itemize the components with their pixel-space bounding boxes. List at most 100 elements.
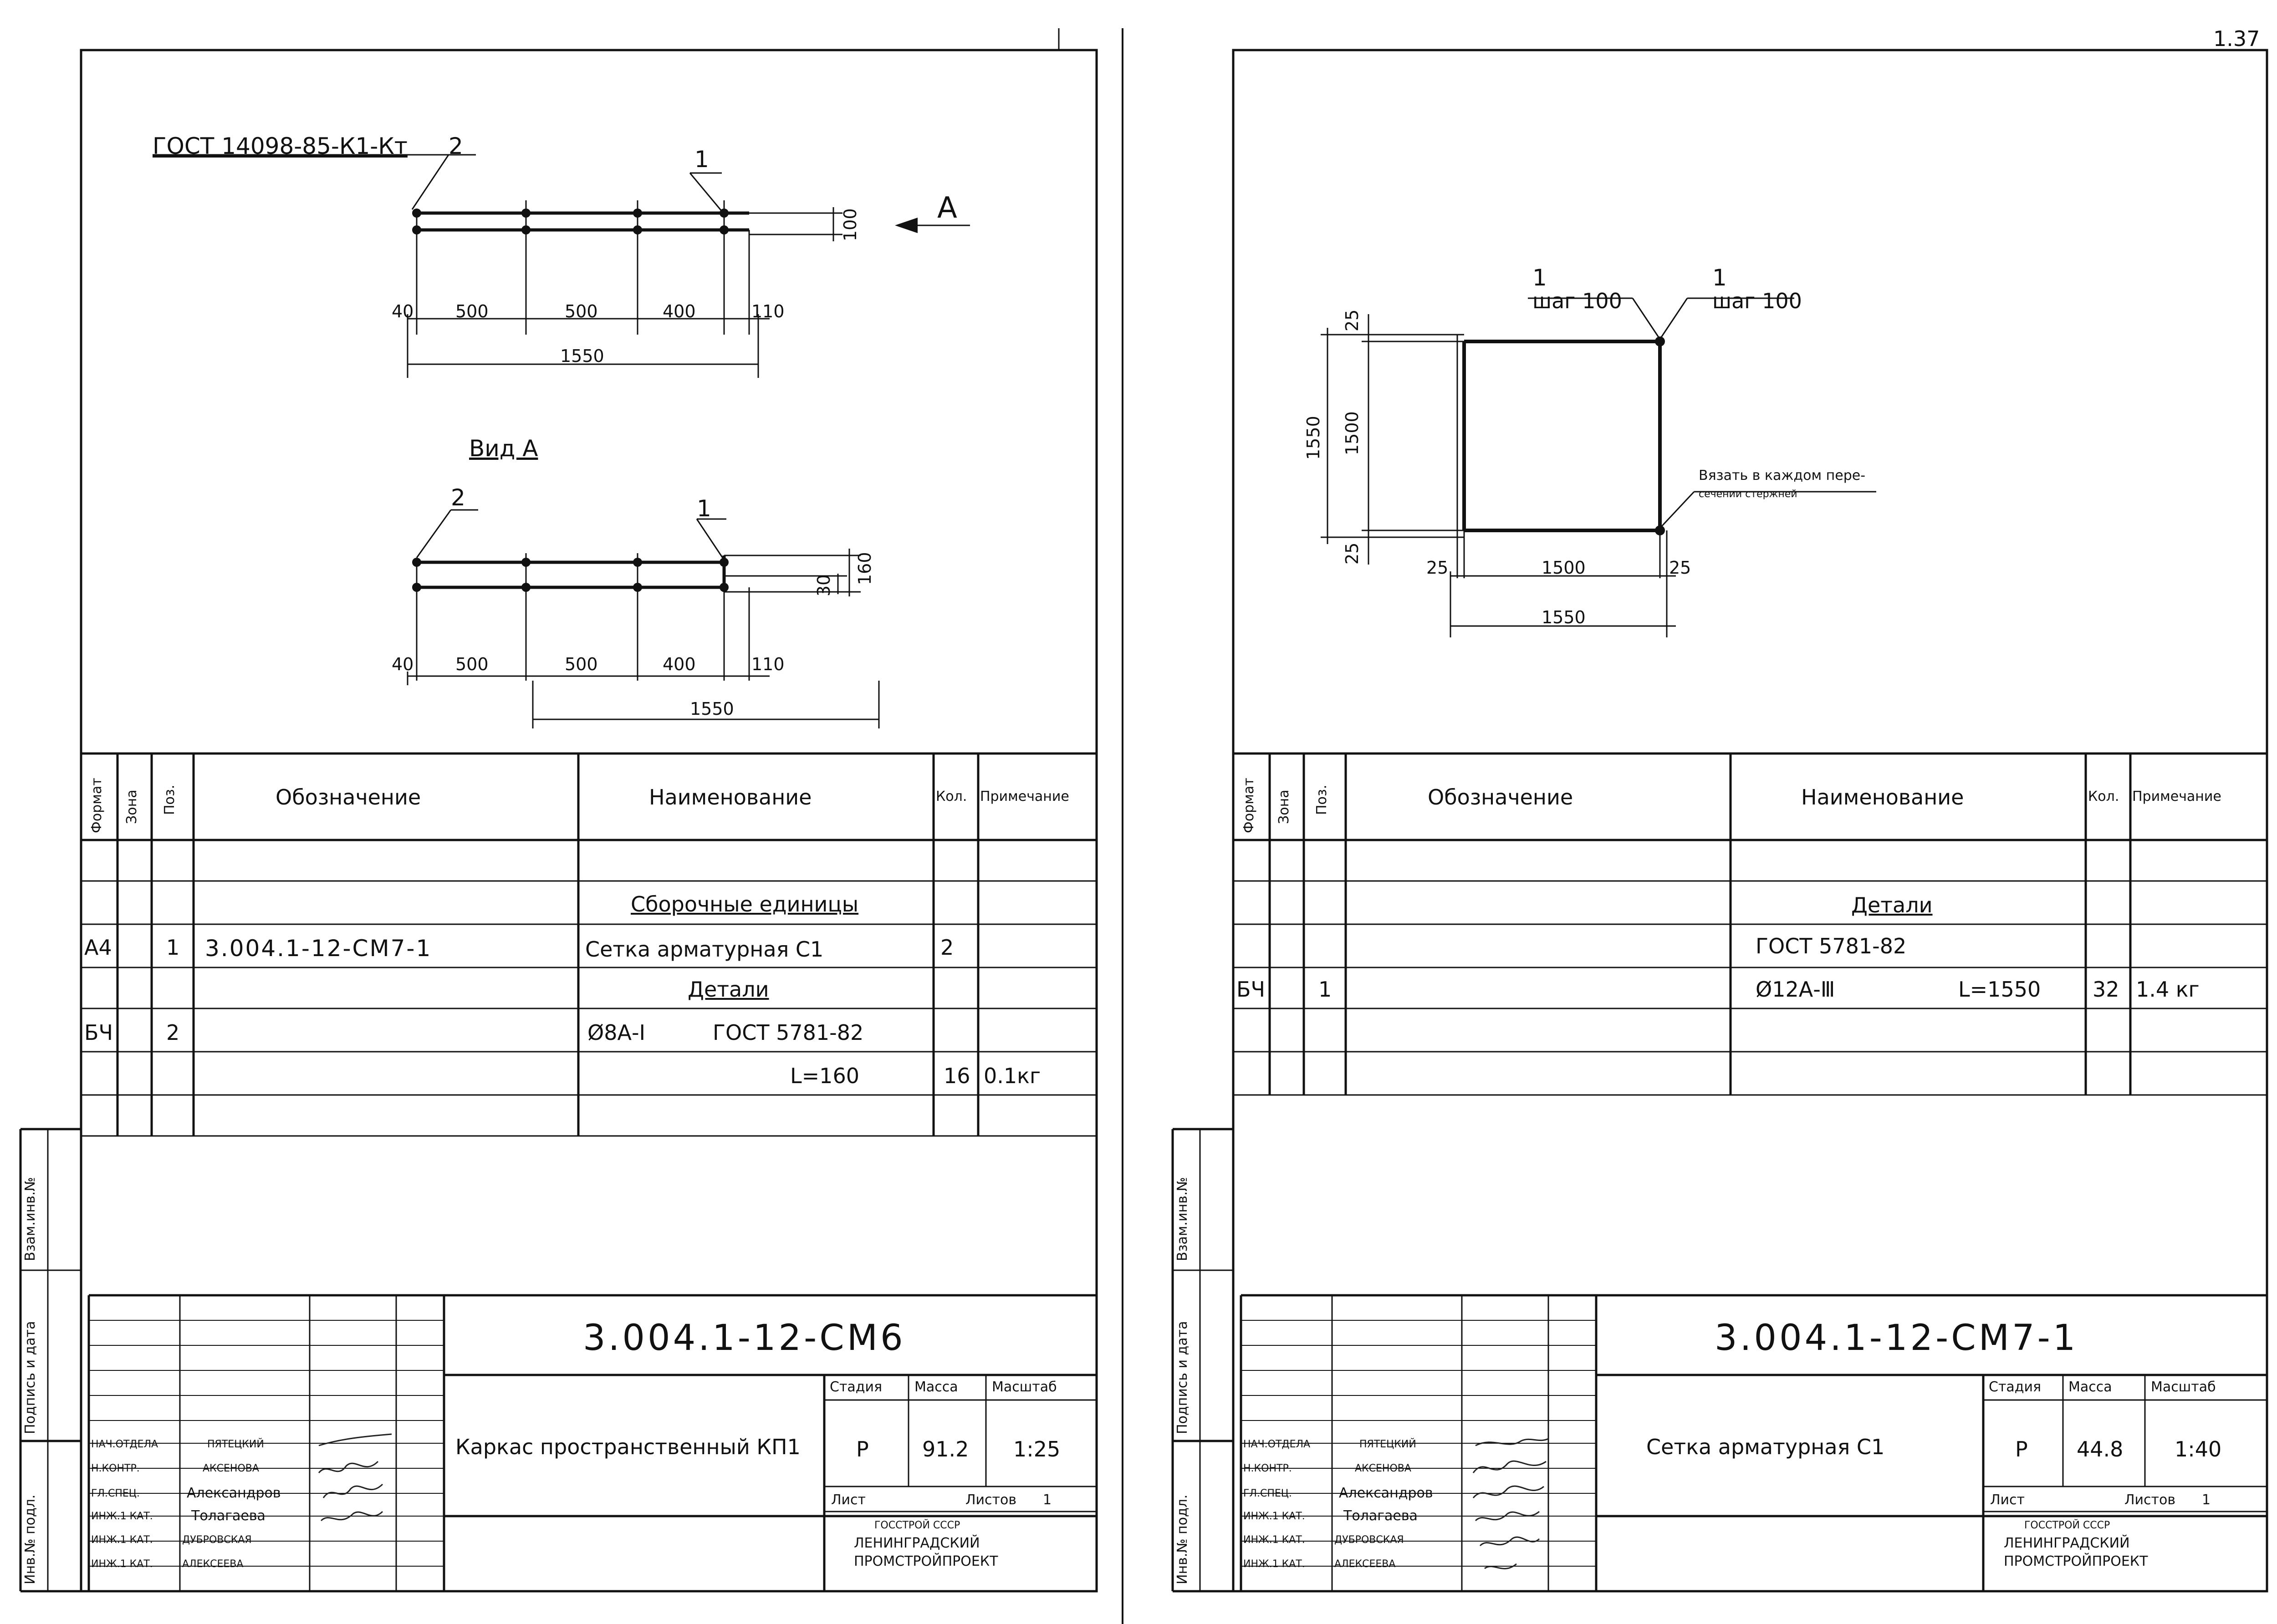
dim-bot-4: 110	[751, 654, 785, 674]
frame-side-view	[417, 211, 749, 232]
view-dim-30: 30	[814, 574, 834, 596]
height-dim: 100	[840, 208, 860, 241]
dim-25-left: 25	[1426, 558, 1449, 578]
hdr-designation: Обозначение	[276, 785, 421, 809]
dim-25-right: 25	[1669, 558, 1691, 578]
row2-name: Ø8А-I	[587, 1020, 646, 1045]
person-role: ГЛ.СПЕЦ.	[91, 1488, 140, 1499]
mass-label: Масса	[2068, 1379, 2112, 1395]
mesh-pos-1a: 1	[1532, 265, 1547, 291]
hdr-pos: Поз.	[1314, 784, 1330, 815]
hdr-zone: Зона	[1276, 789, 1292, 824]
margin-vzam: Взам.инв.№	[1174, 1177, 1190, 1261]
margin-inv: Инв.№ подл.	[22, 1494, 38, 1584]
margin-sign: Подпись и дата	[1174, 1321, 1190, 1435]
stage-value: Р	[856, 1437, 869, 1461]
mesh-note-1: Вязать в каждом пере-	[1699, 468, 1866, 484]
drawing-title: Каркас пространственный КП1	[455, 1435, 801, 1459]
dim-bot-3: 400	[663, 654, 696, 674]
person-role: ИНЖ.1 КАТ.	[1243, 1534, 1305, 1546]
dim-top-3: 400	[663, 301, 696, 321]
dim-1550-vertical: 1550	[1303, 416, 1323, 460]
person-name: ДУБРОВСКАЯ	[1334, 1534, 1404, 1546]
row1-qty: 2	[940, 935, 954, 960]
dim-bot-2: 500	[565, 654, 598, 674]
pos-1-label: 1	[694, 146, 709, 173]
row1-format: А4	[84, 935, 112, 960]
person-name: АЛЕКСЕЕВА	[1334, 1558, 1396, 1570]
dim-bot-1: 500	[455, 654, 489, 674]
row3-qty: 16	[944, 1064, 970, 1088]
person-role: ИНЖ.1 КАТ.	[91, 1534, 153, 1546]
left-frame	[19, 28, 1123, 1624]
hdr-qty: Кол.	[2088, 789, 2119, 804]
scale-value: 1:40	[2175, 1437, 2222, 1461]
view-a-drawing	[417, 555, 726, 592]
hdr-note: Примечание	[980, 789, 1069, 804]
hdr-format: Формат	[89, 778, 105, 833]
stage-label: Стадия	[830, 1379, 883, 1395]
row1-note: 1.4 кг	[2136, 977, 2200, 1002]
person-role: НАЧ.ОТДЕЛА	[1243, 1439, 1311, 1450]
row2-format: БЧ	[84, 1020, 113, 1045]
mesh-step-a: шаг 100	[1532, 289, 1622, 313]
hdr-zone: Зона	[124, 789, 140, 824]
mass-label: Масса	[914, 1379, 958, 1395]
sheet-right: 1.37 1 шаг 100 1 шаг 100 Вязать в каждом…	[1148, 0, 2277, 1624]
dim-top-2: 500	[565, 301, 598, 321]
hdr-note: Примечание	[2132, 789, 2221, 804]
total-top: 1550	[560, 346, 604, 366]
view-pos-2: 2	[451, 484, 465, 511]
person-role: НАЧ.ОТДЕЛА	[91, 1439, 158, 1450]
person-role: Н.КОНТР.	[91, 1463, 140, 1474]
sheets-label: Листов	[965, 1492, 1017, 1508]
mesh-drawing	[1462, 340, 1662, 532]
person-name: ПЯТЕЦКИЙ	[207, 1439, 264, 1450]
section-parts: Детали	[688, 977, 769, 1002]
row1-name: Ø12А-Ⅲ	[1756, 977, 1835, 1002]
org-line-1: ГОССТРОЙ СССР	[874, 1520, 960, 1531]
margin-vzam: Взам.инв.№	[22, 1177, 38, 1261]
dim-25-top: 25	[1342, 309, 1362, 331]
dim-25-bottom: 25	[1342, 542, 1362, 565]
person-name: Толагаева	[1343, 1508, 1418, 1524]
sheet-left: ГОСТ 14098-85-К1-Кт 2 1 100 А 40 500 500…	[0, 0, 1129, 1624]
mass-value: 44.8	[2077, 1437, 2124, 1461]
org-line-2: ЛЕНИНГРАДСКИЙ	[854, 1535, 980, 1551]
arrow-a-label: А	[937, 191, 957, 225]
person-name: АЛЕКСЕЕВА	[182, 1558, 244, 1570]
person-role: ГЛ.СПЕЦ.	[1243, 1488, 1292, 1499]
dim-top-1: 500	[455, 301, 489, 321]
right-frame	[1171, 49, 2268, 1593]
row3-length: L=160	[790, 1064, 859, 1088]
org-line-3: ПРОМСТРОЙПРОЕКТ	[2004, 1553, 2148, 1569]
row1-pos: 1	[166, 935, 180, 960]
mesh-pos-1b: 1	[1712, 265, 1727, 291]
weld-label: ГОСТ 14098-85-К1-Кт	[153, 133, 408, 159]
org-line-2: ЛЕНИНГРАДСКИЙ	[2004, 1535, 2130, 1551]
row1-pos: 1	[1318, 977, 1332, 1002]
sheet-label: Лист	[831, 1492, 866, 1508]
margin-inv: Инв.№ подл.	[1174, 1494, 1190, 1584]
signatures	[1472, 1438, 1549, 1569]
hdr-name: Наименование	[1801, 785, 1964, 809]
hdr-format: Формат	[1241, 778, 1257, 833]
person-name: Александров	[187, 1485, 281, 1501]
row1-name: Сетка арматурная С1	[585, 937, 824, 962]
row2-gost: ГОСТ 5781-82	[713, 1020, 864, 1045]
dim-top-4: 110	[751, 301, 785, 321]
margin-sign: Подпись и дата	[22, 1321, 38, 1435]
row1-designation: 3.004.1-12-СМ7-1	[205, 935, 432, 962]
stage-value: Р	[2015, 1437, 2028, 1461]
sheets-value: 1	[1043, 1492, 1052, 1508]
person-role: ИНЖ.1 КАТ.	[1243, 1558, 1305, 1570]
pos-2-label: 2	[449, 133, 463, 159]
mass-value: 91.2	[922, 1437, 969, 1461]
hdr-designation: Обозначение	[1428, 785, 1573, 809]
dim-1550-horizontal: 1550	[1542, 607, 1586, 627]
stage-label: Стадия	[1989, 1379, 2042, 1395]
scale-label: Масштаб	[2151, 1379, 2216, 1395]
org-line-1: ГОССТРОЙ СССР	[2024, 1520, 2110, 1531]
drawing-code: 3.004.1-12-СМ6	[583, 1318, 906, 1359]
person-role: ИНЖ.1 КАТ.	[91, 1558, 153, 1570]
